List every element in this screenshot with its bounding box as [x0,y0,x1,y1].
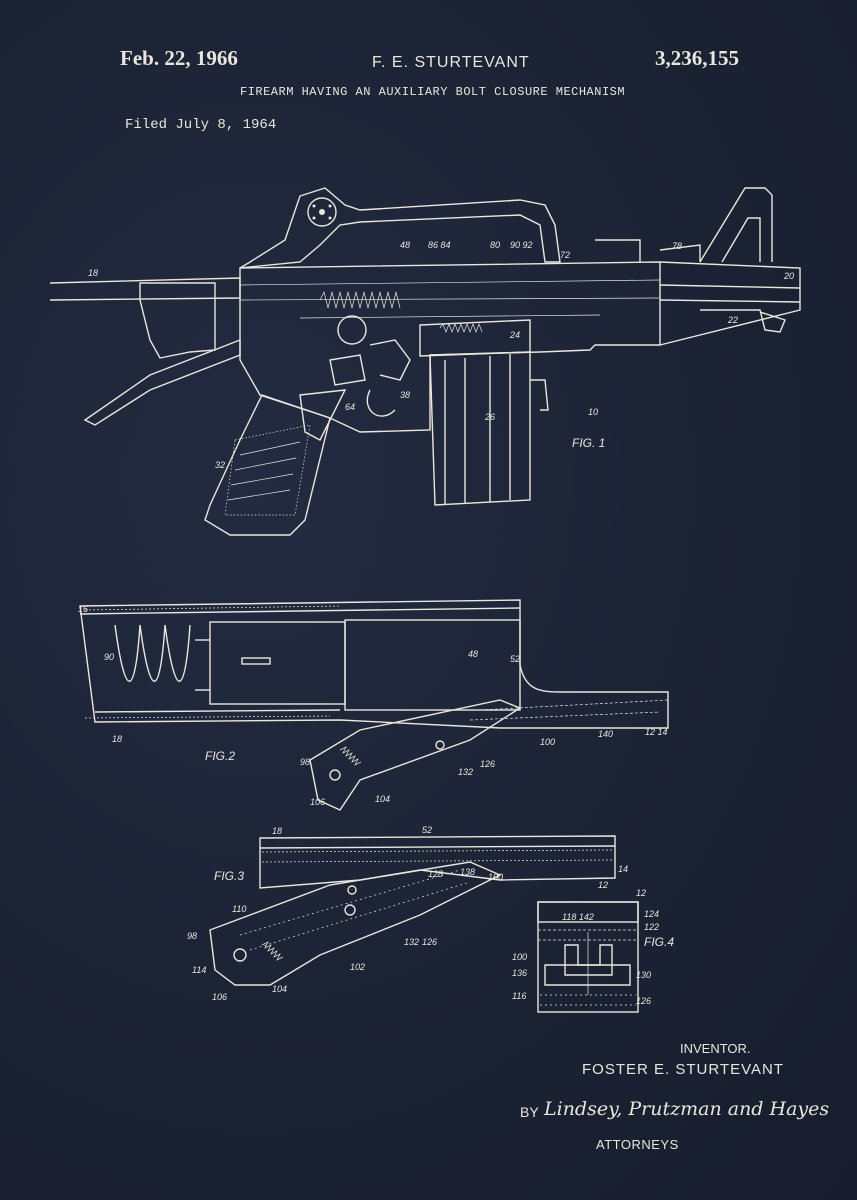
svg-text:38: 38 [400,390,410,400]
inventor-header: F. E. STURTEVANT [372,54,530,71]
svg-text:116: 116 [512,991,526,1001]
svg-text:98: 98 [187,931,197,941]
svg-text:18: 18 [272,826,282,836]
fig3-label: FIG.3 [214,869,244,883]
svg-text:48: 48 [468,649,478,659]
patent-number: 3,236,155 [655,46,739,70]
svg-text:130: 130 [636,970,651,980]
svg-text:104: 104 [272,984,287,994]
attorneys-label: ATTORNEYS [596,1137,679,1152]
svg-text:14: 14 [618,864,628,874]
fig2-label: FIG.2 [205,749,235,763]
svg-text:100: 100 [512,952,527,962]
svg-text:100: 100 [488,872,503,882]
svg-text:132: 132 [404,937,419,947]
svg-text:110: 110 [232,904,246,914]
svg-text:122: 122 [644,922,659,932]
svg-text:126: 126 [480,759,495,769]
svg-text:10: 10 [588,407,598,417]
svg-text:132: 132 [458,767,473,777]
svg-text:90: 90 [104,652,114,662]
svg-text:72: 72 [560,250,570,260]
svg-text:12 14: 12 14 [645,727,668,737]
svg-text:52: 52 [510,654,520,664]
svg-text:12: 12 [598,880,608,890]
svg-text:102: 102 [350,962,365,972]
fig2-drawing: FIG.2 16 90 18 48 52 140 12 14 100 126 1… [78,599,669,811]
svg-text:18: 18 [88,268,98,278]
svg-text:78: 78 [672,241,682,251]
svg-text:32: 32 [215,460,225,470]
fig4-drawing: FIG.4 12 124 122 118 142 100 136 116 130… [512,888,674,1013]
svg-text:16: 16 [78,604,88,614]
svg-text:100: 100 [540,737,555,747]
svg-text:124: 124 [644,909,659,919]
svg-text:52: 52 [422,825,432,835]
svg-text:64: 64 [345,402,355,412]
svg-text:80: 80 [490,240,500,250]
inventor-full-name: FOSTER E. STURTEVANT [582,1061,784,1078]
svg-text:26: 26 [484,412,495,422]
svg-text:90 92: 90 92 [510,240,533,250]
svg-text:12: 12 [636,888,646,898]
svg-text:126: 126 [422,937,437,947]
svg-text:22: 22 [727,315,738,325]
svg-text:48: 48 [400,240,410,250]
fig1-label: FIG. 1 [572,436,605,450]
fig1-rifle-drawing: FIG. 1 18 26 32 10 20 22 48 86 84 80 90 … [49,187,801,536]
svg-text:106: 106 [310,797,325,807]
svg-text:114: 114 [192,965,206,975]
svg-text:18: 18 [112,734,122,744]
svg-text:118 142: 118 142 [562,912,594,922]
svg-text:138: 138 [460,867,475,877]
svg-text:104: 104 [375,794,390,804]
svg-text:106: 106 [212,992,227,1002]
fig3-drawing: FIG.3 18 52 14 12 100 138 128 126 132 10… [187,825,628,1002]
svg-text:136: 136 [512,968,527,978]
filed-date: Filed July 8, 1964 [125,117,277,133]
svg-text:98: 98 [300,757,310,767]
inventor-label: INVENTOR. [680,1041,751,1056]
svg-text:20: 20 [783,271,794,281]
svg-text:126: 126 [636,996,651,1006]
by-label: BY [520,1104,539,1120]
attorneys-signature: Lindsey, Prutzman and Hayes [544,1098,830,1120]
svg-text:24: 24 [509,330,520,340]
patent-date: Feb. 22, 1966 [120,46,238,70]
svg-text:86 84: 86 84 [428,240,451,250]
svg-text:140: 140 [598,729,613,739]
fig4-label: FIG.4 [644,935,674,949]
svg-text:128: 128 [428,869,443,879]
patent-title: FIREARM HAVING AN AUXILIARY BOLT CLOSURE… [240,85,626,99]
